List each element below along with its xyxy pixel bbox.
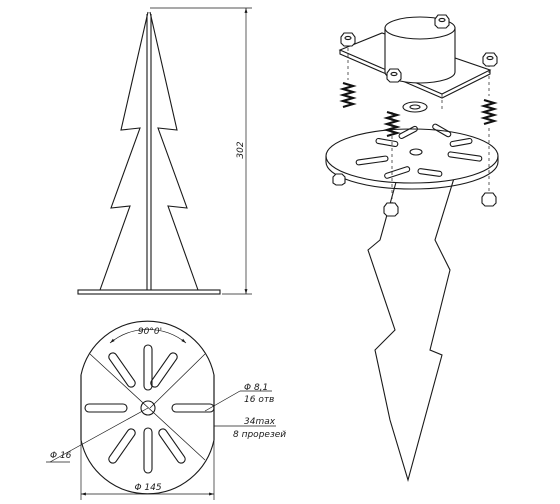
disc-slot bbox=[432, 123, 452, 138]
disc-slot bbox=[355, 155, 389, 166]
slot bbox=[108, 428, 136, 464]
slot bbox=[158, 428, 186, 464]
outer-dia-label: Φ 145 bbox=[134, 483, 161, 493]
slot-len-label: 34max bbox=[244, 417, 276, 427]
slot bbox=[84, 403, 128, 413]
assembly-lines bbox=[347, 48, 490, 205]
spring-icon bbox=[339, 81, 498, 138]
hole-count-label: 16 отв bbox=[244, 395, 274, 405]
diag-1 bbox=[89, 353, 206, 461]
slot bbox=[108, 352, 136, 388]
side-view: 302 bbox=[77, 7, 252, 295]
tree-outline-left bbox=[99, 11, 149, 291]
washer bbox=[402, 101, 428, 113]
slot-count-label: 8 прорезей bbox=[233, 430, 286, 440]
disc-slot bbox=[417, 168, 443, 177]
diag-3 bbox=[49, 407, 149, 463]
slot bbox=[143, 427, 153, 474]
base-plate-side bbox=[77, 289, 221, 295]
upper-plate-edge bbox=[339, 50, 491, 99]
hole-leader bbox=[204, 390, 241, 412]
disc-slot bbox=[375, 137, 399, 148]
iso-view bbox=[325, 14, 499, 483]
hole-dia-label: Φ 8,1 bbox=[244, 383, 268, 393]
disc-slot bbox=[384, 166, 411, 179]
angle-arc bbox=[109, 329, 187, 344]
center-hole bbox=[140, 400, 156, 416]
diag-2 bbox=[149, 353, 206, 409]
slots bbox=[84, 344, 215, 474]
slot bbox=[171, 403, 215, 413]
disc-slot bbox=[447, 151, 483, 162]
slot bbox=[150, 352, 178, 388]
disc-center-hole bbox=[409, 148, 423, 156]
angle-label: 90°0' bbox=[138, 327, 162, 337]
mount-disc bbox=[325, 128, 499, 184]
disc-slot bbox=[449, 137, 473, 148]
mount-disc-edge bbox=[325, 156, 499, 190]
stake-blade bbox=[367, 174, 456, 483]
disc-slots bbox=[355, 123, 483, 179]
slot bbox=[143, 344, 153, 391]
top-view: 90°0' Φ 8,1 16 отв 34max 8 прорезей Φ 16… bbox=[46, 320, 286, 500]
height-label: 302 bbox=[236, 141, 246, 158]
disc-slot bbox=[398, 125, 418, 140]
washer-hole bbox=[409, 104, 421, 110]
hex-nut-icon bbox=[332, 14, 498, 217]
disc-outline bbox=[80, 320, 215, 495]
center-dia-label: Φ 16 bbox=[50, 451, 72, 461]
tree-outline-right bbox=[149, 11, 199, 291]
